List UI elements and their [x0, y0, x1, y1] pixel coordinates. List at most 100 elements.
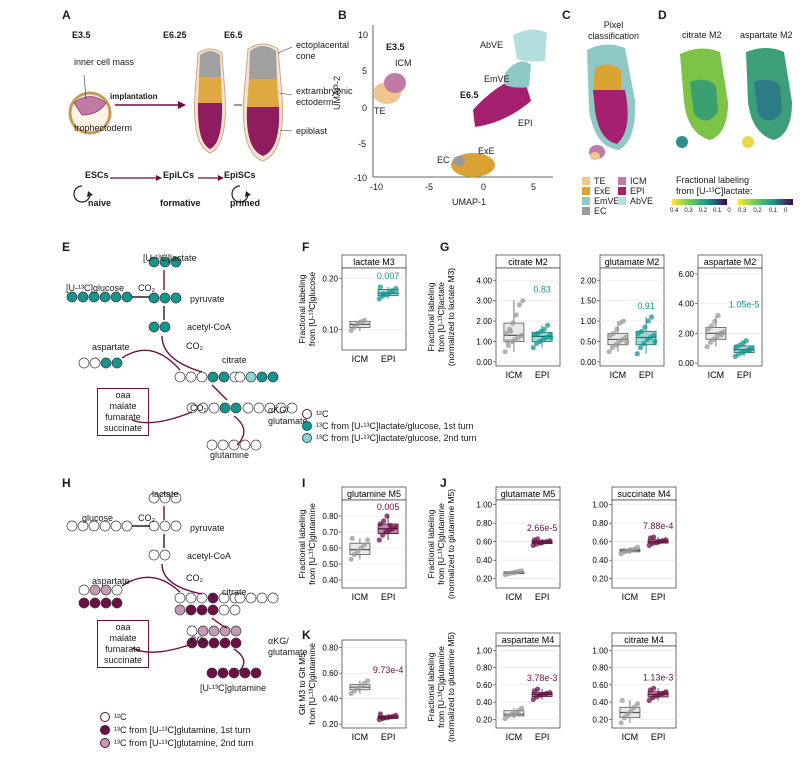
x-category-label: ICM	[622, 732, 639, 742]
e-co2-3: CO₂	[190, 403, 207, 413]
data-point	[535, 686, 541, 692]
data-point	[714, 333, 720, 339]
y-axis-label-line: Fractional labeling	[297, 509, 307, 578]
data-point	[606, 349, 612, 355]
panel-b-label: B	[338, 8, 347, 22]
e-legend-first: ¹³C from [U-¹³C]lactate/glucose, 1st tur…	[302, 421, 474, 431]
umap-xtick-3: 5	[531, 182, 537, 192]
h-arrow-acetyl	[161, 563, 203, 595]
y-tick-label: 6.00	[678, 270, 694, 279]
data-point	[381, 291, 387, 297]
data-point	[541, 326, 547, 332]
p-value: 1.13e-3	[643, 672, 674, 682]
data-point	[712, 318, 718, 325]
h-akg-2-carbon-1	[197, 637, 209, 649]
h-glucose: glucose	[82, 513, 114, 523]
chart-title: succinate M4	[617, 489, 670, 499]
e-akg: αKG/ glutamate	[268, 405, 308, 426]
data-point	[635, 544, 641, 550]
umap-ytick-3: -5	[358, 139, 367, 149]
h-aspartate-carbon-1	[89, 584, 101, 596]
panel-a-label: A	[62, 8, 71, 22]
y-tick-label: 1.00	[476, 338, 492, 347]
chart-title: citrate M4	[624, 635, 664, 645]
p-value: 1.05e-5	[729, 300, 760, 310]
x-category-label: ICM	[506, 370, 523, 380]
data-point	[619, 697, 625, 703]
data-point	[348, 556, 354, 562]
data-point	[651, 685, 657, 691]
data-point	[504, 338, 510, 345]
y-tick-label: 0.70	[322, 528, 338, 537]
umap-ann-te: TE	[374, 106, 386, 116]
e-akg-2-carbon-0	[242, 402, 254, 414]
e-glucose-carbon-4	[110, 291, 122, 303]
x-category-label: EPI	[535, 592, 550, 602]
y-tick-label: 0.60	[476, 538, 492, 547]
h-citrate-2-carbon-3	[207, 604, 219, 616]
h-pyruvate: pyruvate	[190, 523, 225, 533]
stage-e625: E6.25	[163, 30, 187, 40]
h-citrate-3-carbon-0	[234, 592, 246, 604]
data-point	[621, 715, 628, 721]
h-citrate-carbon-2	[196, 592, 208, 604]
h-co2-3: CO₂	[190, 635, 207, 645]
data-point	[711, 336, 717, 342]
chart-title: citrate M2	[508, 257, 548, 267]
e-akg-carbon-0	[186, 402, 198, 414]
legend-te: TE	[582, 176, 606, 186]
e-pyruvate-carbon-2	[170, 292, 182, 304]
p-value: 2.66e-5	[527, 523, 558, 533]
umap-ann-e35: E3.5	[386, 42, 405, 52]
p-value: 9.73e-4	[373, 665, 404, 675]
data-point	[520, 298, 526, 304]
chart-title: glutamate M2	[605, 257, 660, 267]
y-tick-label: 0.60	[592, 538, 608, 547]
h-arrow-cit-akg	[211, 617, 228, 629]
data-point	[623, 334, 629, 341]
y-tick-label: 0.20	[322, 720, 338, 729]
h-lactate-carbon-1	[159, 492, 171, 504]
y-tick-label: 2.00	[678, 329, 694, 338]
data-point	[637, 345, 644, 351]
umap-ylabel: UMAP-2	[332, 75, 342, 110]
h-glutamine: [U-¹³C]glutamine	[200, 683, 267, 693]
h-acetylcoa: acetyl-CoA	[187, 551, 232, 561]
e-aspartate-carbon-2	[100, 357, 112, 369]
y-tick-label: 4.00	[678, 300, 694, 309]
x-category-label: EPI	[381, 354, 396, 364]
p-value: 3.78e-3	[527, 673, 558, 683]
data-point	[663, 689, 669, 695]
h-lactate: lactate	[152, 489, 179, 499]
cbar-title: Fractional labeling from [U-¹³C]lactate:	[676, 175, 753, 196]
h-pyruvate-carbon-2	[170, 520, 182, 532]
data-point	[519, 568, 525, 574]
data-point	[544, 322, 551, 328]
data-point	[516, 302, 523, 308]
y-tick-label: 1.00	[592, 646, 608, 655]
p-value: 0.83	[533, 285, 551, 295]
y-tick-label: 2.00	[476, 317, 492, 326]
trophectoderm-label: trophectoderm	[74, 123, 133, 133]
e-citrate-2-carbon-3	[267, 371, 279, 383]
x-category-label: ICM	[610, 370, 627, 380]
h-acetylcoa-carbon-1	[159, 549, 171, 561]
p-value: 7.88e-4	[643, 521, 674, 531]
data-point	[651, 332, 657, 338]
h-aspartate-carbon-2	[100, 584, 112, 596]
e-lactate-carbon-1	[159, 256, 171, 268]
e-citrate-carbon-3	[207, 371, 219, 383]
panel-k-label: K	[302, 628, 311, 642]
data-point	[548, 334, 554, 341]
y-tick-label: 0.20	[592, 715, 608, 724]
y-tick-label: 1.50	[580, 297, 596, 306]
y-axis-label-line: Fractional labeling	[426, 282, 436, 351]
h-glucose-carbon-0	[66, 520, 78, 532]
y-tick-label: 0.10	[322, 326, 338, 335]
umap-ann-abve: AbVE	[480, 40, 504, 50]
h-akg-2-carbon-2	[208, 637, 220, 649]
e-legend-12c: ¹²C	[302, 409, 329, 419]
